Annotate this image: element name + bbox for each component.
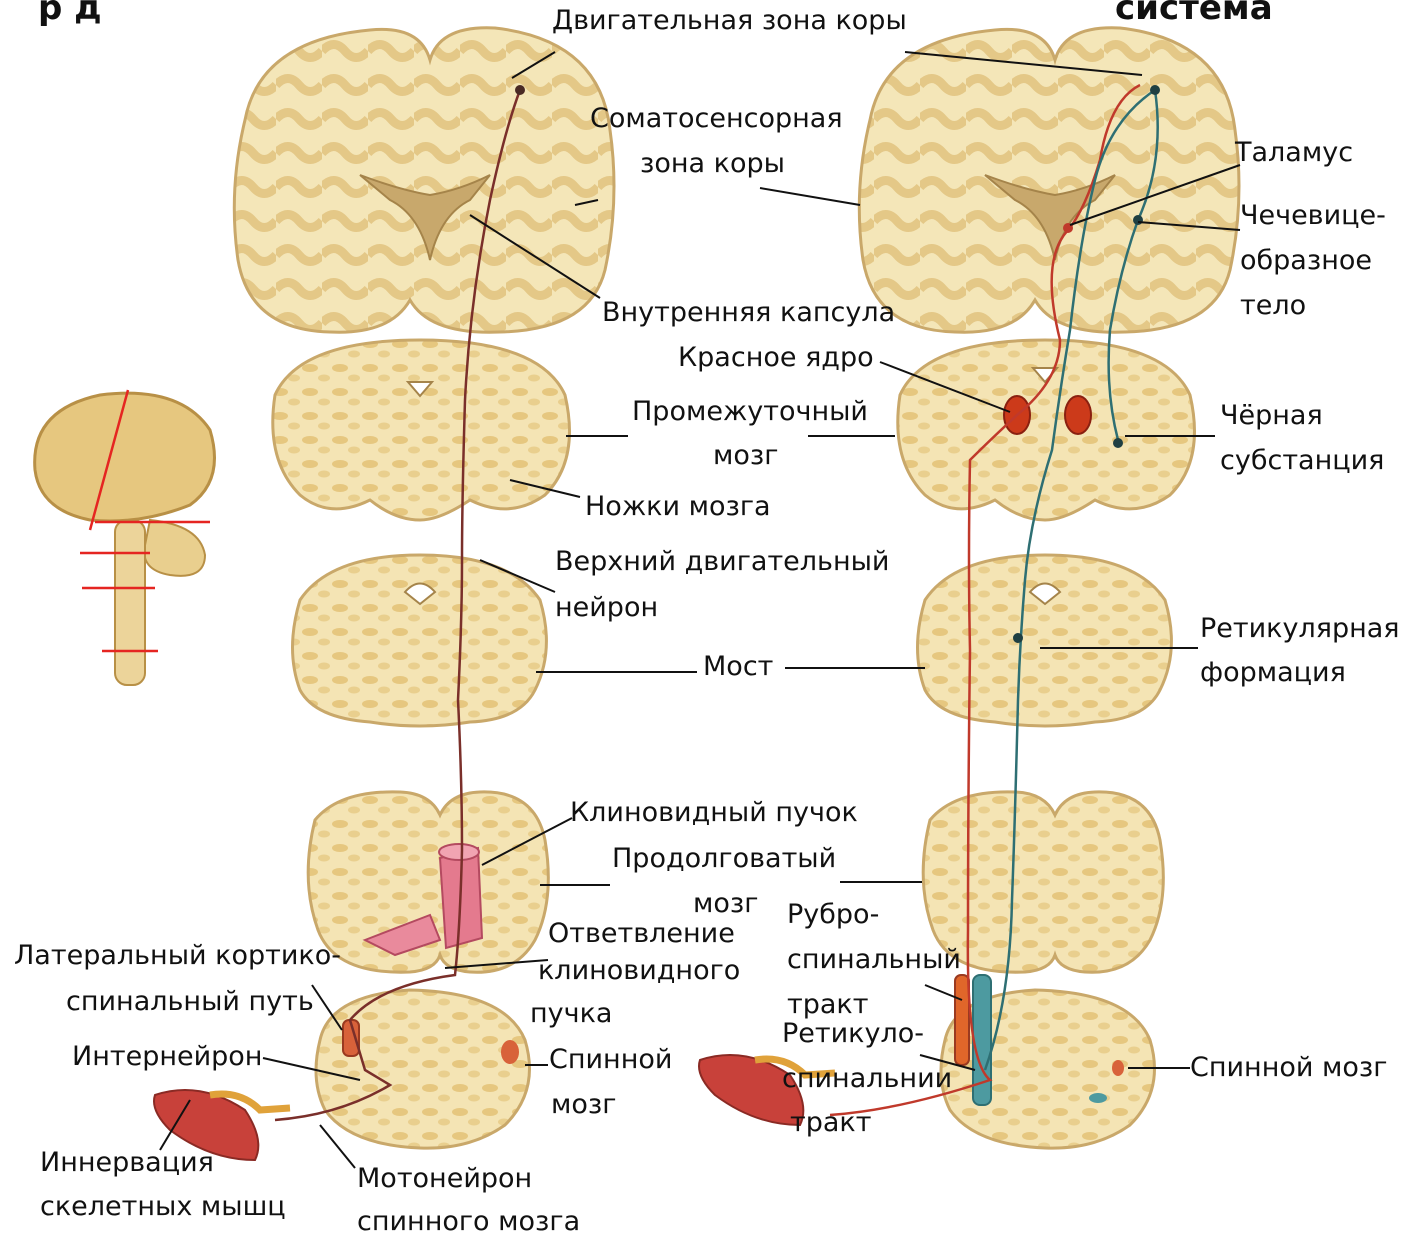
label-upper-motor-line2: нейрон xyxy=(555,592,658,624)
right-spinal-section xyxy=(699,975,1155,1148)
label-somatosensory-line1: Соматосенсорная xyxy=(590,103,843,135)
label-lentiform-line1: Чечевице- xyxy=(1240,200,1386,232)
label-lentiform-line3: тело xyxy=(1240,290,1306,322)
label-motoneuron-line2: спинного мозга xyxy=(357,1206,580,1238)
label-thalamus: Таламус xyxy=(1235,137,1353,169)
label-rubro-line1: Рубро- xyxy=(787,899,879,931)
label-medulla-line1: Продолговатый xyxy=(612,843,836,875)
left-pons-section xyxy=(293,555,547,726)
label-spinal-left-line1: Спинной xyxy=(549,1044,672,1076)
label-reticulo-line3: тракт xyxy=(790,1107,871,1139)
label-reticular-line1: Ретикулярная xyxy=(1200,613,1400,645)
label-cerebral-peduncles: Ножки мозга xyxy=(585,491,771,523)
label-branch-line3: пучка xyxy=(530,998,612,1030)
label-reticulo-line1: Ретикуло- xyxy=(782,1018,924,1050)
label-reticulo-line2: спинальнии xyxy=(782,1063,952,1095)
label-innervation-line1: Иннервация xyxy=(40,1147,214,1179)
right-title-fragment: система xyxy=(1115,0,1273,28)
label-cuneate: Клиновидный пучок xyxy=(570,797,858,829)
label-pons: Мост xyxy=(703,651,773,683)
left-medulla-section xyxy=(308,792,548,972)
label-reticular-line2: формация xyxy=(1200,657,1346,689)
right-pons-section xyxy=(918,555,1172,726)
right-cerebrum-section xyxy=(859,28,1239,332)
right-midbrain-section xyxy=(898,340,1195,520)
label-lateral-line1: Латеральный кортико- xyxy=(14,940,341,972)
label-spinal-left-line2: мозг xyxy=(551,1089,616,1121)
label-lentiform-line2: образное xyxy=(1240,245,1372,277)
locator-brain-icon xyxy=(35,390,215,685)
label-substantia-line1: Чёрная xyxy=(1220,400,1323,432)
left-title-fragment: р д xyxy=(38,0,102,28)
label-rubro-line3: тракт xyxy=(787,989,868,1021)
label-lateral-line2: спинальный путь xyxy=(66,986,314,1018)
label-somatosensory-line2: зона коры xyxy=(640,148,785,180)
label-branch-line2: клиновидного xyxy=(538,955,740,987)
label-interneuron: Интернейрон xyxy=(72,1041,262,1073)
label-motor-cortex: Двигательная зона коры xyxy=(552,5,907,37)
label-spinal-right: Спинной мозг xyxy=(1190,1052,1387,1084)
left-midbrain-section xyxy=(273,340,570,520)
label-diencephalon-line1: Промежуточный xyxy=(632,396,868,428)
left-cerebrum-section xyxy=(234,28,614,332)
label-branch-line1: Ответвление xyxy=(548,918,735,950)
label-internal-capsule: Внутренняя капсула xyxy=(602,297,895,329)
label-medulla-line2: мозг xyxy=(693,888,758,920)
label-upper-motor-line1: Верхний двигательный xyxy=(555,546,889,578)
label-diencephalon-line2: мозг xyxy=(713,440,778,472)
label-red-nucleus: Красное ядро xyxy=(678,342,874,374)
label-innervation-line2: скелетных мышц xyxy=(40,1191,286,1223)
label-substantia-line2: субстанция xyxy=(1220,445,1384,477)
label-rubro-line2: спинальный xyxy=(787,944,961,976)
label-motoneuron-line1: Мотонейрон xyxy=(357,1163,532,1195)
